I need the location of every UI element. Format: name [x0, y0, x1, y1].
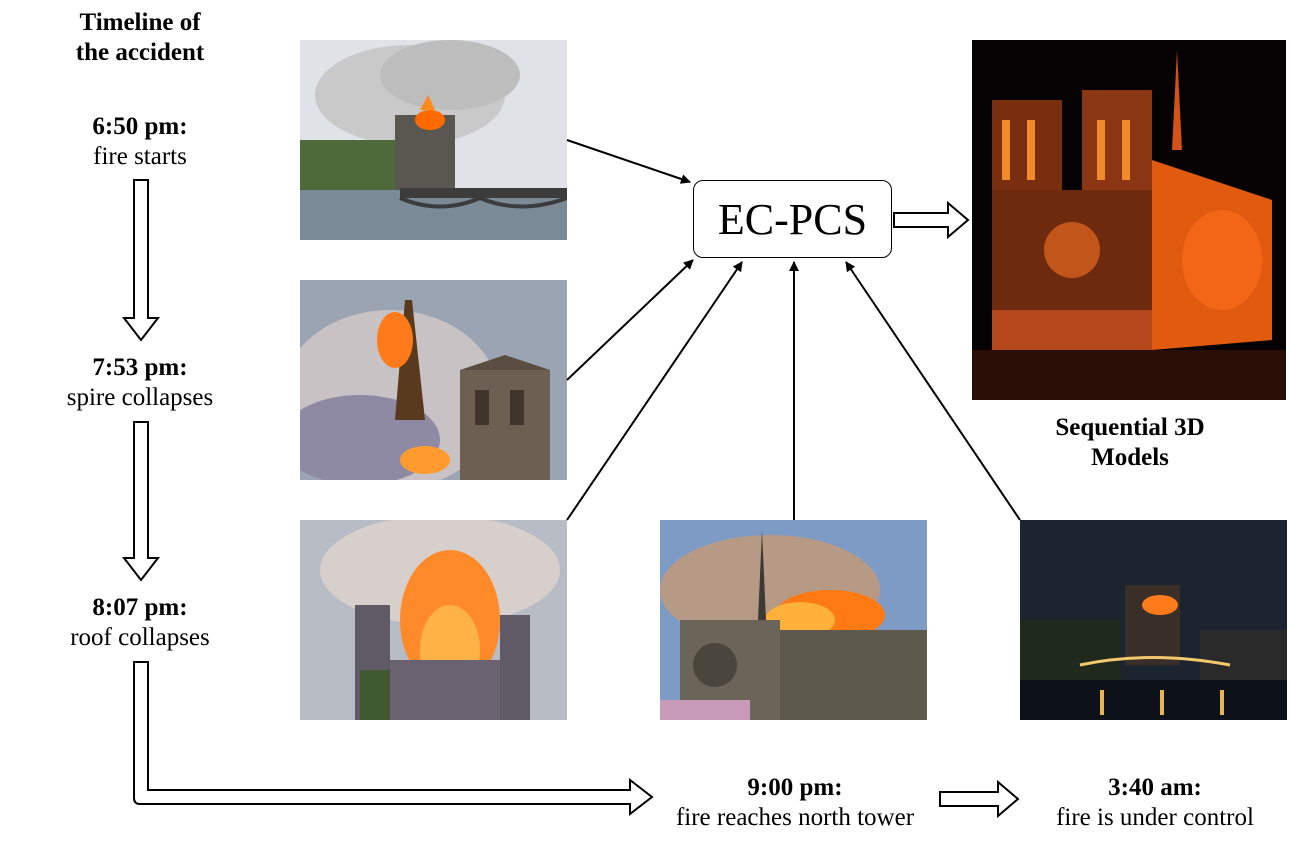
event-desc: spire collapses	[66, 384, 214, 411]
photo-spire-collapse	[300, 280, 567, 480]
photo-fire-starts	[300, 40, 567, 240]
event-desc: fire reaches north tower	[675, 804, 915, 831]
timeline-arrow-3	[133, 661, 654, 817]
timeline-title: Timeline of the accident	[40, 8, 240, 68]
photo3-to-ecpcs-arrow	[566, 261, 743, 521]
ec-pcs-node: EC-PCS	[693, 180, 892, 258]
event-time: 7:53 pm:	[92, 354, 188, 381]
event-fire-starts: 6:50 pm: fire starts	[20, 112, 260, 172]
photo2-to-ecpcs-arrow	[566, 259, 694, 381]
event-time: 6:50 pm:	[92, 113, 188, 140]
photo-north-tower	[660, 520, 927, 720]
photo1-to-ecpcs-arrow	[566, 139, 691, 184]
ec-pcs-label: EC-PCS	[717, 194, 868, 244]
timeline-arrow-1	[121, 179, 161, 342]
event-desc: fire is under control	[1056, 804, 1254, 831]
event-north-tower: 9:00 pm: fire reaches north tower	[640, 773, 950, 833]
timeline-title-line1: Timeline of	[79, 9, 201, 36]
timeline-arrow-2	[121, 421, 161, 582]
photo-roof-collapse	[300, 520, 567, 720]
output-label-line1: Sequential 3D	[1055, 414, 1205, 441]
event-time: 8:07 pm:	[92, 594, 188, 621]
photo-under-control	[1020, 520, 1287, 720]
event-desc: fire starts	[93, 143, 187, 170]
output-label-line2: Models	[1091, 444, 1169, 471]
photo5-to-ecpcs-arrow	[845, 261, 1021, 521]
event-desc: roof collapses	[70, 624, 210, 651]
event-roof-collapses: 8:07 pm: roof collapses	[20, 593, 260, 653]
event-under-control: 3:40 am: fire is under control	[1020, 773, 1290, 833]
output-arrow	[893, 200, 970, 240]
output-label: Sequential 3D Models	[1010, 413, 1250, 473]
point-cloud-model	[972, 40, 1286, 400]
timeline-arrow-4	[939, 779, 1020, 819]
event-time: 3:40 am:	[1108, 774, 1202, 801]
timeline-title-line2: the accident	[75, 39, 205, 66]
event-time: 9:00 pm:	[747, 774, 843, 801]
event-spire-collapses: 7:53 pm: spire collapses	[20, 353, 260, 413]
